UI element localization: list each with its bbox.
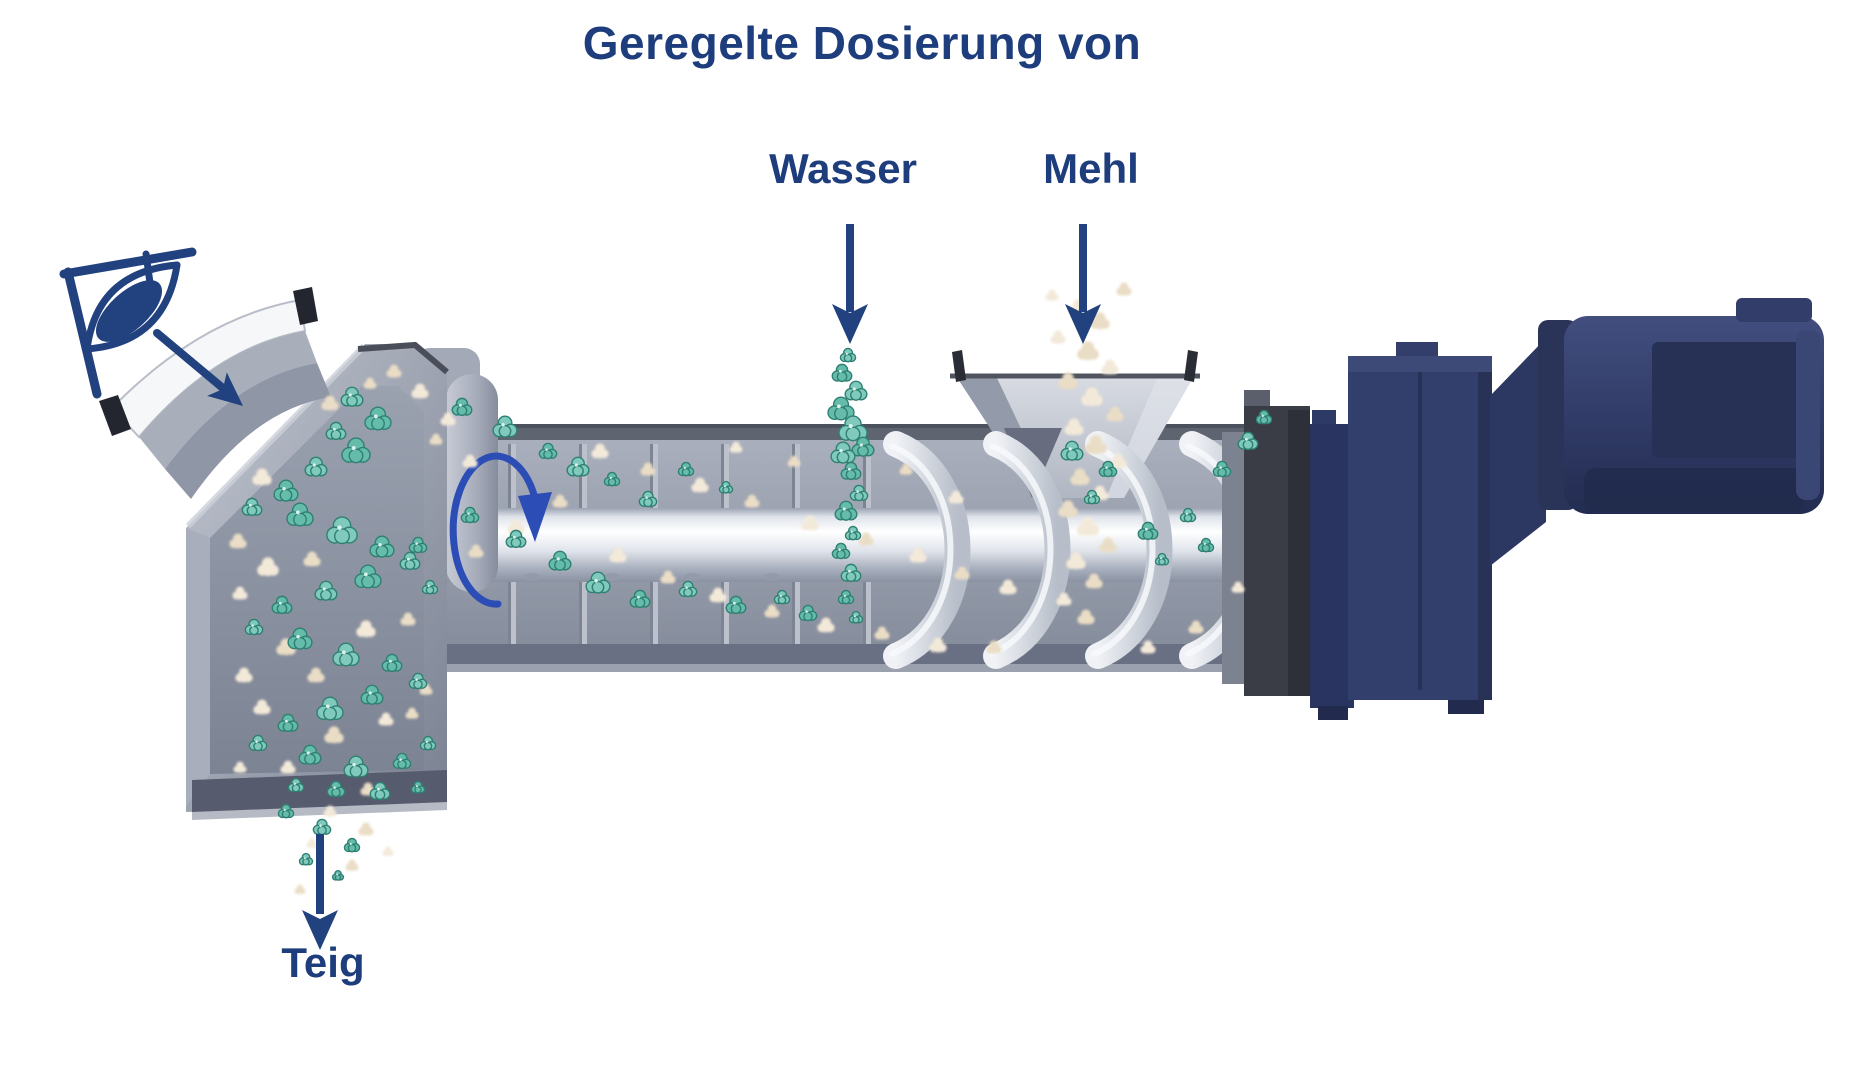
view-arrow	[153, 329, 243, 406]
flour-particles	[229, 282, 1245, 895]
eye-icon	[59, 247, 197, 399]
water-label: Wasser	[769, 145, 917, 192]
water-arrow	[832, 224, 868, 344]
dough-label: Teig	[281, 939, 365, 986]
flour-arrow	[1065, 224, 1101, 344]
rotation-arrow-icon	[449, 452, 552, 608]
page-title: Geregelte Dosierung von	[582, 17, 1142, 69]
coupling	[1490, 338, 1546, 566]
gearbox	[1310, 342, 1492, 720]
motor	[1538, 298, 1824, 514]
drive-flange	[1222, 390, 1310, 696]
water-particles	[241, 347, 1273, 881]
dough-arrow	[302, 834, 338, 950]
flour-label: Mehl	[1043, 145, 1139, 192]
